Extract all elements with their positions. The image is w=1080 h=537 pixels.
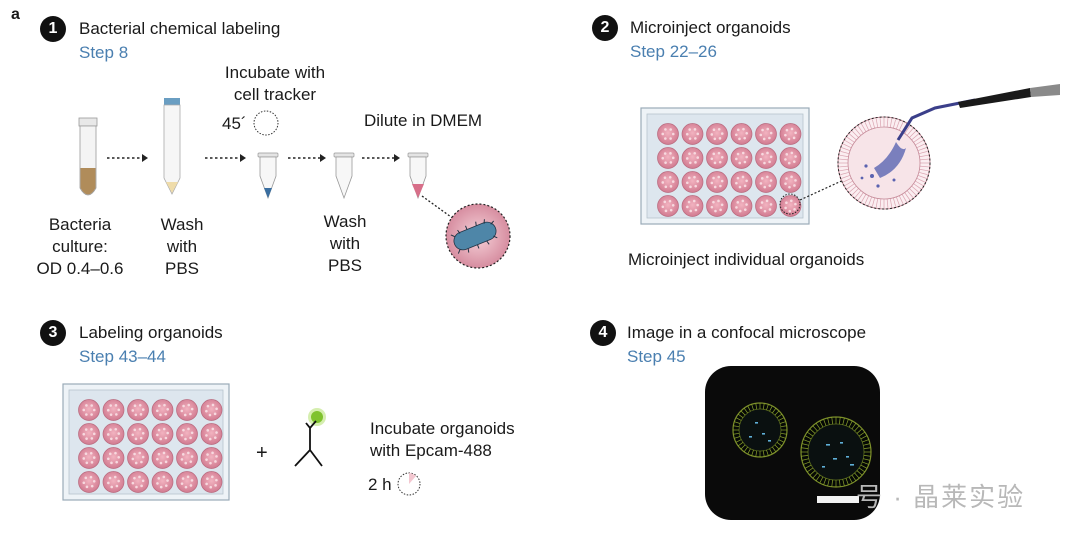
panel-2-title: Microinject organoids (630, 18, 791, 37)
panel-1-title: Bacterial chemical labeling (79, 19, 281, 38)
well (176, 447, 198, 469)
well (779, 171, 802, 193)
well (755, 195, 777, 217)
organoid-zoom (837, 116, 931, 210)
culture-tube (78, 117, 98, 196)
well (102, 447, 125, 469)
panel-3-number: 3 (40, 320, 66, 346)
well (681, 123, 704, 145)
well (657, 171, 679, 193)
well (657, 195, 679, 217)
bacteria-label-line3: OD 0.4–0.6 (36, 259, 124, 278)
scale-bar (817, 496, 859, 503)
well (657, 147, 679, 169)
well (681, 195, 704, 217)
bacteria-label-line1: Bacteria (48, 215, 112, 234)
well (102, 423, 125, 445)
well (176, 423, 198, 445)
well (730, 195, 753, 217)
eppendorf-tube-2 (333, 152, 355, 200)
wash2-line1: Wash (323, 212, 367, 231)
well (102, 399, 125, 421)
wash1-line2: with (166, 237, 198, 256)
well (176, 471, 198, 493)
incubate-label-line2: cell tracker (233, 85, 317, 104)
wash1-line1: Wash (160, 215, 204, 234)
well (779, 123, 802, 145)
panel-2-number: 2 (592, 15, 618, 41)
eppendorf-tube-1 (257, 152, 279, 200)
well (755, 171, 777, 193)
wash2-line2: with (329, 234, 361, 253)
well (730, 171, 753, 193)
well (200, 399, 223, 421)
bacteria-label-line2: culture: (52, 237, 108, 256)
well (706, 123, 728, 145)
well (706, 171, 728, 193)
well (127, 399, 149, 421)
well (78, 423, 100, 445)
dilute-label: Dilute in DMEM (364, 111, 483, 130)
panel-1-step: Step 8 (79, 43, 129, 62)
panel-4-step: Step 45 (627, 347, 686, 366)
well (127, 471, 149, 493)
incubate-organoids-time: 2 h (368, 475, 392, 494)
well (657, 123, 679, 145)
well (681, 147, 704, 169)
well (779, 147, 802, 169)
well (78, 447, 100, 469)
well (706, 195, 728, 217)
eppendorf-tube-3 (407, 152, 429, 200)
well (779, 195, 802, 217)
microinject-caption: Microinject individual organoids (628, 250, 865, 269)
wash2-line3: PBS (327, 256, 363, 275)
well (730, 147, 753, 169)
well (176, 399, 198, 421)
well (151, 423, 174, 445)
well (730, 123, 753, 145)
wash1-line3: PBS (164, 259, 200, 278)
well (102, 471, 125, 493)
plus-sign: + (256, 442, 268, 464)
well (127, 447, 149, 469)
watermark: 号 · 晶莱实验 (856, 482, 1026, 512)
well (200, 423, 223, 445)
incubate-organoids-line1: Incubate organoids (370, 419, 515, 438)
well (78, 399, 100, 421)
well (755, 123, 777, 145)
panel-3-title: Labeling organoids (79, 323, 223, 342)
clock-45-icon (253, 110, 279, 136)
panel-3-step: Step 43–44 (79, 347, 166, 366)
microinjection-needle (896, 84, 1060, 141)
incubate-time: 45´ (222, 114, 247, 133)
panel-letter: a (11, 6, 20, 23)
well (78, 471, 100, 493)
falcon-tube (163, 98, 181, 195)
well (151, 447, 174, 469)
well (200, 471, 223, 493)
panel-4-title: Image in a confocal microscope (627, 323, 867, 342)
confocal-image (705, 366, 880, 520)
well (681, 171, 704, 193)
well (151, 471, 174, 493)
incubate-label-line1: Incubate with (224, 63, 326, 82)
well (151, 399, 174, 421)
well (755, 147, 777, 169)
well (127, 423, 149, 445)
panel-4-number: 4 (590, 320, 616, 346)
well (200, 447, 223, 469)
antibody-icon (294, 408, 326, 467)
bacterium-zoom (445, 203, 511, 269)
panel-1-number: 1 (40, 16, 66, 42)
incubate-organoids-line2: with Epcam-488 (370, 441, 492, 460)
well (706, 147, 728, 169)
panel-2-step: Step 22–26 (630, 42, 717, 61)
